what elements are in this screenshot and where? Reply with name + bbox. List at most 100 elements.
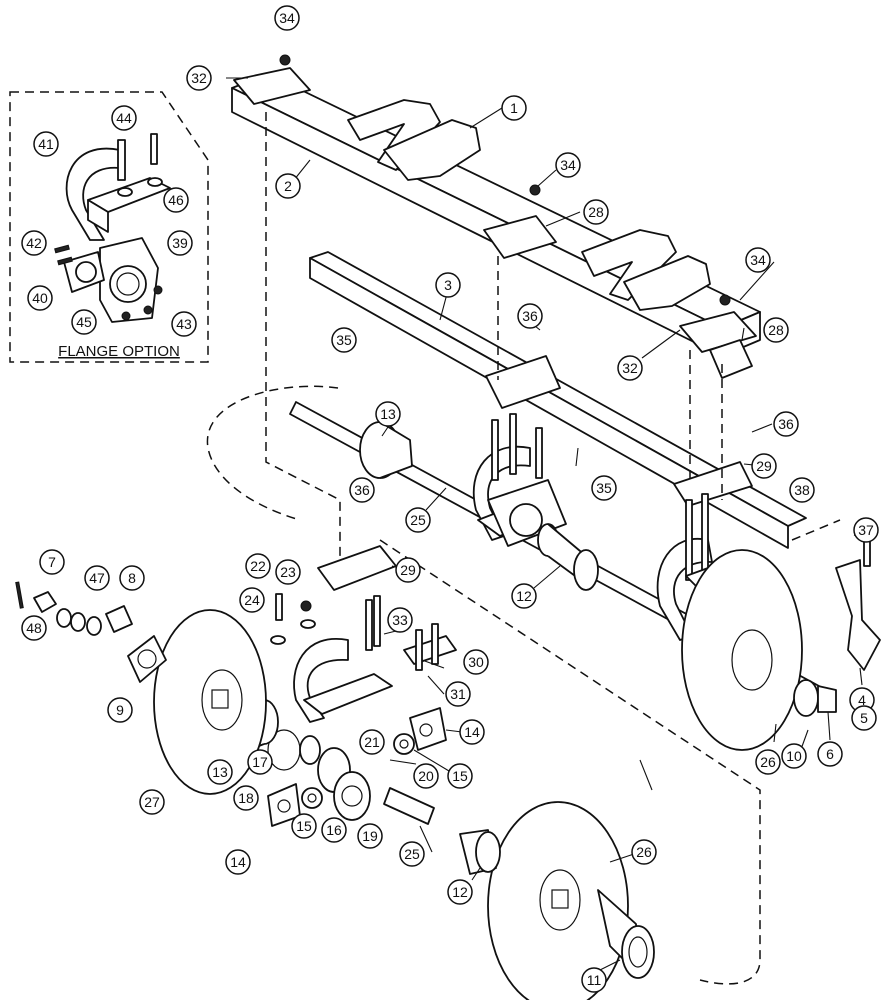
callout-5: 5 <box>851 705 877 731</box>
callout-26: 26 <box>631 839 657 865</box>
svg-text:38: 38 <box>794 482 810 498</box>
svg-text:26: 26 <box>760 754 776 770</box>
svg-text:44: 44 <box>116 110 132 126</box>
callout-48: 48 <box>21 615 47 641</box>
svg-text:43: 43 <box>176 316 192 332</box>
callout-28: 28 <box>763 317 789 343</box>
callout-7: 7 <box>39 549 65 575</box>
lower-assembly <box>15 545 457 827</box>
svg-text:1: 1 <box>510 100 518 116</box>
svg-text:42: 42 <box>26 235 42 251</box>
callout-36: 36 <box>349 477 375 503</box>
callout-11: 11 <box>581 967 607 993</box>
callout-38: 38 <box>789 477 815 503</box>
svg-text:48: 48 <box>26 620 42 636</box>
svg-text:35: 35 <box>336 332 352 348</box>
svg-text:15: 15 <box>452 768 468 784</box>
svg-text:19: 19 <box>362 828 378 844</box>
callout-6: 6 <box>817 741 843 767</box>
lower-bar <box>309 251 807 549</box>
svg-text:13: 13 <box>380 406 396 422</box>
svg-text:22: 22 <box>250 558 266 574</box>
inset-title: FLANGE OPTION <box>58 343 180 360</box>
svg-text:4: 4 <box>858 692 866 708</box>
callouts: 34 32 1 2 34 28 41 44 46 42 39 40 45 43 … <box>21 5 879 993</box>
svg-text:8: 8 <box>128 570 136 586</box>
svg-text:16: 16 <box>326 822 342 838</box>
callout-37: 37 <box>853 517 879 543</box>
callout-32: 32 <box>186 65 212 91</box>
callout-18: 18 <box>233 785 259 811</box>
callout-40: 40 <box>27 285 53 311</box>
svg-text:25: 25 <box>404 846 420 862</box>
callout-34: 34 <box>745 247 771 273</box>
callout-44: 44 <box>111 105 137 131</box>
svg-text:5: 5 <box>860 710 868 726</box>
callout-31: 31 <box>445 681 471 707</box>
callout-36: 36 <box>517 303 543 329</box>
svg-text:28: 28 <box>768 322 784 338</box>
callout-42: 42 <box>21 230 47 256</box>
svg-text:12: 12 <box>452 884 468 900</box>
svg-text:32: 32 <box>191 70 207 86</box>
svg-text:17: 17 <box>252 754 268 770</box>
svg-text:14: 14 <box>230 854 246 870</box>
callout-47: 47 <box>84 565 110 591</box>
svg-text:2: 2 <box>284 178 292 194</box>
callout-15: 15 <box>291 813 317 839</box>
svg-text:31: 31 <box>450 686 466 702</box>
svg-text:37: 37 <box>858 522 874 538</box>
callout-17: 17 <box>247 749 273 775</box>
main-frame-bar <box>231 54 761 379</box>
svg-text:10: 10 <box>786 748 802 764</box>
callout-43: 43 <box>171 311 197 337</box>
callout-16: 16 <box>321 817 347 843</box>
callout-9: 9 <box>107 697 133 723</box>
callout-32: 32 <box>617 355 643 381</box>
callout-30: 30 <box>463 649 489 675</box>
callout-27: 27 <box>139 789 165 815</box>
svg-text:29: 29 <box>400 562 416 578</box>
callout-14: 14 <box>225 849 251 875</box>
lower-disc-assembly <box>459 801 655 1000</box>
svg-text:6: 6 <box>826 746 834 762</box>
svg-text:15: 15 <box>296 818 312 834</box>
callout-25: 25 <box>405 507 431 533</box>
svg-text:7: 7 <box>48 554 56 570</box>
svg-text:47: 47 <box>89 570 105 586</box>
svg-text:45: 45 <box>76 314 92 330</box>
svg-text:39: 39 <box>172 235 188 251</box>
svg-text:24: 24 <box>244 592 260 608</box>
alignment-lines <box>206 112 841 985</box>
svg-text:34: 34 <box>279 10 295 26</box>
callout-35: 35 <box>591 475 617 501</box>
svg-text:41: 41 <box>38 136 54 152</box>
svg-text:23: 23 <box>280 564 296 580</box>
callout-34: 34 <box>555 152 581 178</box>
callout-13: 13 <box>207 759 233 785</box>
svg-text:34: 34 <box>750 252 766 268</box>
svg-text:3: 3 <box>444 277 452 293</box>
svg-text:25: 25 <box>410 512 426 528</box>
callout-15: 15 <box>447 763 473 789</box>
callout-24: 24 <box>239 587 265 613</box>
svg-text:29: 29 <box>756 458 772 474</box>
svg-text:30: 30 <box>468 654 484 670</box>
callout-35: 35 <box>331 327 357 353</box>
svg-text:40: 40 <box>32 290 48 306</box>
callout-21: 21 <box>359 729 385 755</box>
callout-1: 1 <box>501 95 527 121</box>
callout-12: 12 <box>511 583 537 609</box>
scraper-assembly <box>835 535 881 671</box>
callout-3: 3 <box>435 272 461 298</box>
svg-text:32: 32 <box>622 360 638 376</box>
svg-text:14: 14 <box>464 724 480 740</box>
callout-33: 33 <box>387 607 413 633</box>
callout-46: 46 <box>163 187 189 213</box>
callout-41: 41 <box>33 131 59 157</box>
callout-34: 34 <box>274 5 300 31</box>
svg-text:46: 46 <box>168 192 184 208</box>
svg-text:36: 36 <box>778 416 794 432</box>
svg-text:35: 35 <box>596 480 612 496</box>
svg-text:13: 13 <box>212 764 228 780</box>
